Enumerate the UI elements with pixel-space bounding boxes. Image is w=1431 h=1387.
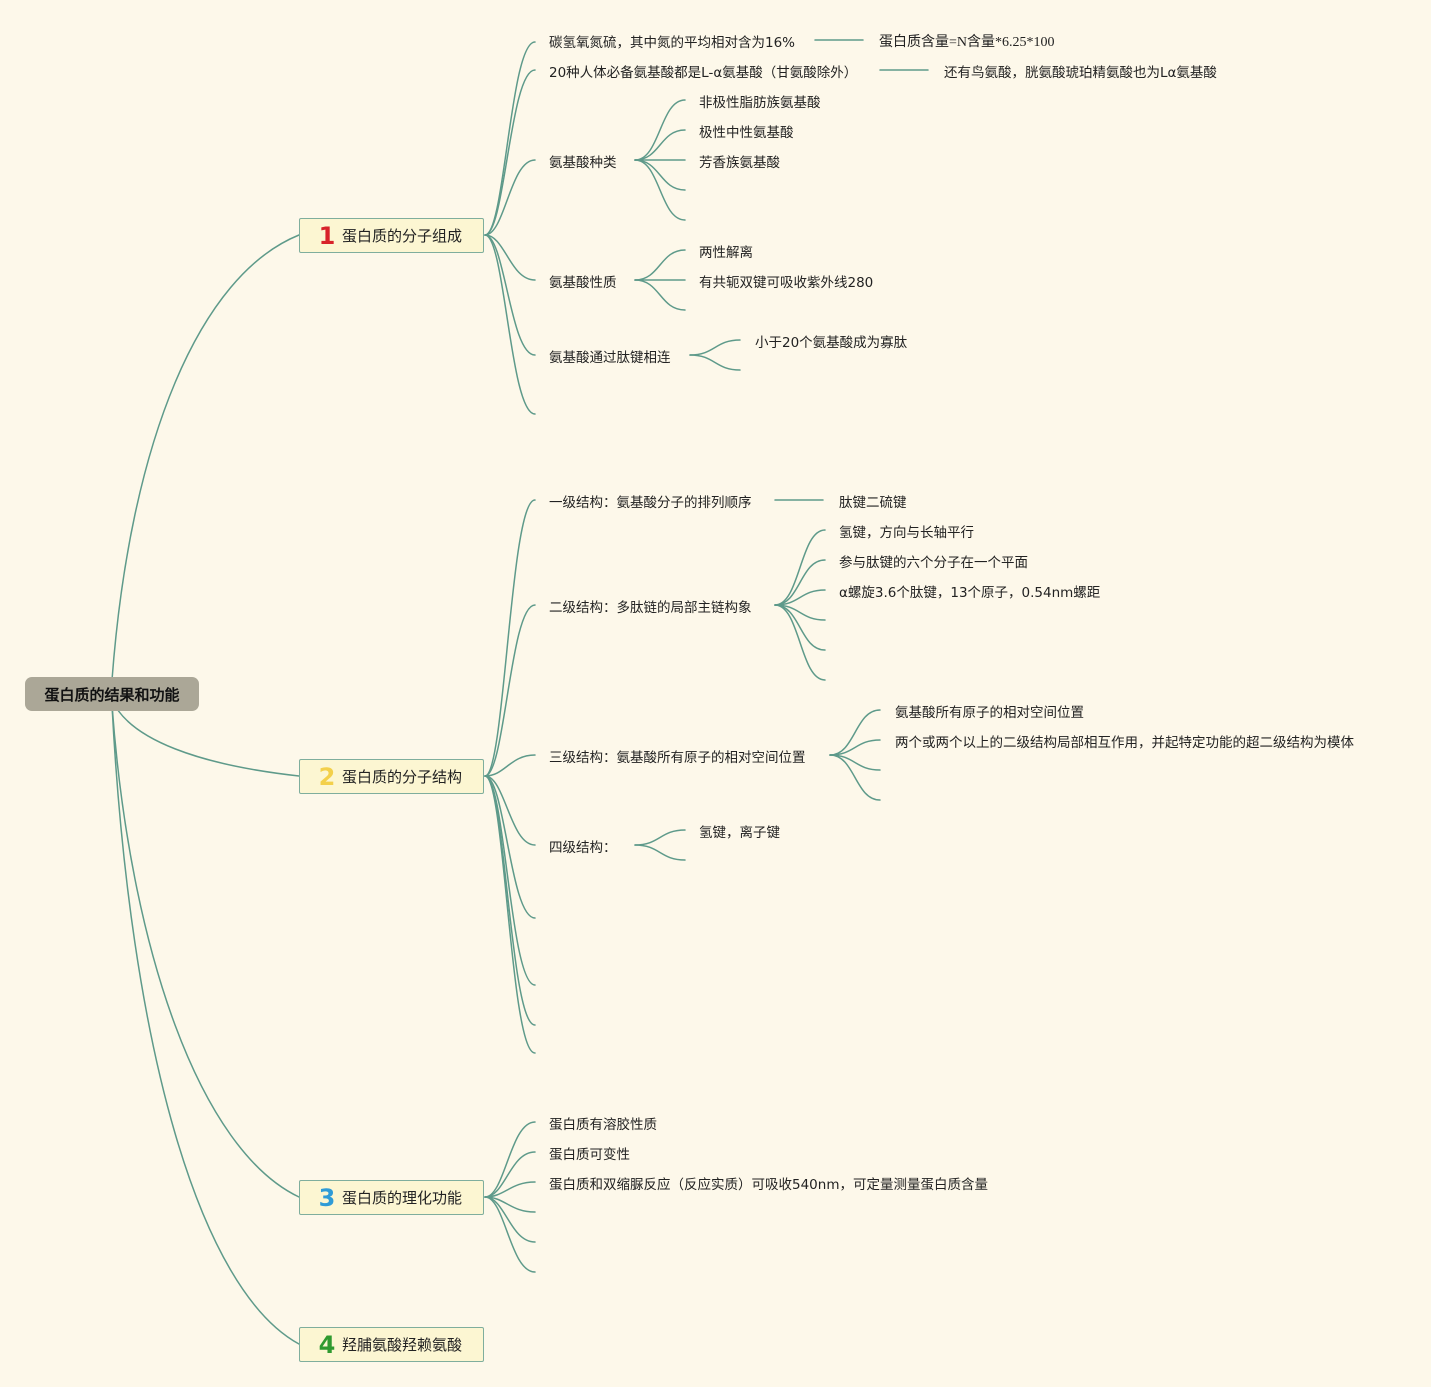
root-topic[interactable]: 蛋白质的结果和功能	[25, 677, 199, 711]
node-primary-note[interactable]: 肽键二硫键	[839, 495, 907, 511]
number-1-icon: 1	[318, 221, 336, 250]
node-secondary-structure[interactable]: 二级结构：多肽链的局部主链构象	[549, 600, 752, 616]
branch-hydroxy-amino-acids[interactable]: 4 羟脯氨酸羟赖氨酸	[299, 1327, 484, 1362]
number-3-icon: 3	[318, 1183, 336, 1212]
node-type-item[interactable]: 极性中性氨基酸	[699, 125, 794, 141]
node-tertiary-structure[interactable]: 三级结构：氨基酸所有原子的相对空间位置	[549, 750, 806, 766]
branch-label: 蛋白质的分子组成	[342, 227, 463, 245]
node-type-item[interactable]: 非极性脂肪族氨基酸	[699, 95, 821, 111]
node-tertiary-item[interactable]: 两个或两个以上的二级结构局部相互作用，并起特定功能的超二级结构为模体	[895, 735, 1354, 751]
node-quaternary-structure[interactable]: 四级结构：	[549, 840, 617, 856]
branch-label: 羟脯氨酸羟赖氨酸	[342, 1336, 463, 1354]
node-secondary-item[interactable]: α螺旋3.6个肽键，13个原子，0.54nm螺距	[839, 585, 1101, 601]
node-tertiary-item[interactable]: 氨基酸所有原子的相对空间位置	[895, 705, 1084, 721]
node-composition[interactable]: 碳氢氧氮硫，其中氮的平均相对含为16%	[549, 35, 796, 51]
node-secondary-item[interactable]: 参与肽键的六个分子在一个平面	[839, 555, 1028, 571]
node-type-item[interactable]: 芳香族氨基酸	[699, 155, 780, 171]
node-physchem-item[interactable]: 蛋白质有溶胶性质	[549, 1117, 657, 1133]
node-peptide-bond[interactable]: 氨基酸通过肽键相连	[549, 350, 671, 366]
node-formula[interactable]: 蛋白质含量=N含量*6.25*100	[879, 35, 1055, 50]
node-quaternary-item[interactable]: 氢键，离子键	[699, 825, 780, 841]
node-peptide-item[interactable]: 小于20个氨基酸成为寡肽	[755, 335, 908, 351]
node-secondary-item[interactable]: 氢键，方向与长轴平行	[839, 525, 974, 541]
node-physchem-item[interactable]: 蛋白质可变性	[549, 1147, 630, 1163]
branch-label: 蛋白质的理化功能	[342, 1189, 463, 1207]
node-physchem-item[interactable]: 蛋白质和双缩脲反应（反应实质）可吸收540nm，可定量测量蛋白质含量	[549, 1177, 988, 1193]
branch-physicochemical[interactable]: 3 蛋白质的理化功能	[299, 1180, 484, 1215]
node-amino-types[interactable]: 氨基酸种类	[549, 155, 617, 171]
node-essential[interactable]: 20种人体必备氨基酸都是L-α氨基酸（甘氨酸除外）	[549, 65, 858, 81]
branch-molecular-structure[interactable]: 2 蛋白质的分子结构	[299, 759, 484, 794]
node-property-item[interactable]: 两性解离	[699, 245, 753, 261]
node-amino-properties[interactable]: 氨基酸性质	[549, 275, 617, 291]
node-primary-structure[interactable]: 一级结构：氨基酸分子的排列顺序	[549, 495, 752, 511]
branch-molecular-composition[interactable]: 1 蛋白质的分子组成	[299, 218, 484, 253]
branch-label: 蛋白质的分子结构	[342, 768, 463, 786]
node-property-item[interactable]: 有共轭双键可吸收紫外线280	[699, 275, 874, 291]
node-essential-note[interactable]: 还有鸟氨酸，胱氨酸琥珀精氨酸也为Lα氨基酸	[944, 65, 1217, 81]
number-4-icon: 4	[318, 1330, 336, 1359]
number-2-icon: 2	[318, 762, 336, 791]
